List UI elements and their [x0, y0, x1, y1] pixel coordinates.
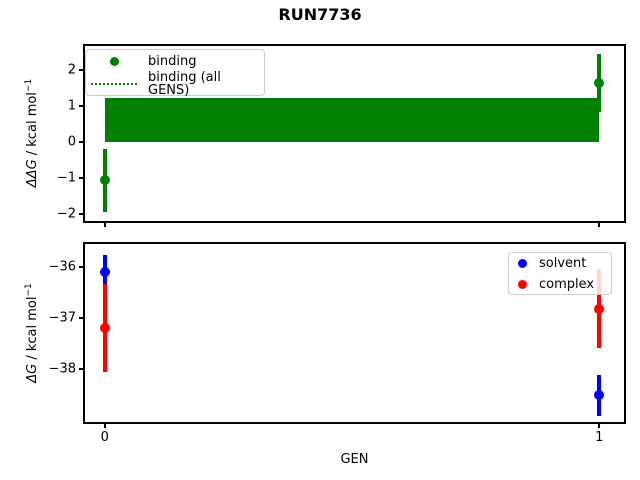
legend-label: solvent: [539, 255, 587, 271]
y-tick-mark: [79, 265, 83, 268]
y-tick-label: −2: [56, 206, 76, 222]
bottom-axes: −36 −37 −38 0 1 solvent complex: [49, 242, 626, 444]
y-tick-label: −36: [48, 259, 76, 275]
bottom-legend: solvent complex: [508, 252, 612, 295]
complex-marker-icon: [509, 279, 535, 289]
data-point-dot: [594, 390, 605, 401]
y-tick-label: 0: [67, 134, 76, 150]
x-tick-mark: [103, 223, 106, 227]
legend-label: binding: [148, 54, 197, 69]
top-axes: 2 1 0 −1 −2 binding binding (all GENS): [57, 44, 626, 227]
y-tick-mark: [79, 104, 83, 107]
data-point-dot: [594, 78, 605, 89]
x-tick-label: 0: [100, 430, 109, 445]
binding-marker-icon: [86, 57, 142, 66]
y-tick-label: 2: [67, 62, 76, 78]
data-point-dot: [99, 323, 110, 334]
top-legend: binding binding (all GENS): [85, 49, 265, 97]
y-tick-mark: [79, 140, 83, 143]
y-tick-mark: [79, 368, 83, 371]
y-tick-mark: [79, 212, 83, 215]
data-point-dot: [99, 267, 110, 278]
data-point-dot: [594, 303, 605, 314]
y-tick-label: −1: [56, 170, 76, 186]
y-tick-label: −37: [48, 310, 76, 326]
legend-label: binding (all GENS): [148, 69, 221, 98]
y-tick-label: 1: [67, 98, 76, 114]
y-tick-label: −38: [48, 361, 76, 377]
top-y-axis-label: ΔΔG / kcal mol−1: [24, 78, 40, 188]
bottom-y-axis-label: ΔG / kcal mol−1: [24, 283, 40, 383]
legend-entry-complex: complex: [509, 275, 611, 293]
confidence-band: [104, 97, 600, 142]
dotted-line-icon: [86, 82, 142, 85]
legend-entry-binding: binding: [86, 53, 264, 71]
x-tick-mark: [598, 223, 601, 227]
solvent-marker-icon: [509, 258, 535, 268]
x-axis-label: GEN: [340, 452, 369, 467]
y-tick-mark: [79, 68, 83, 71]
figure-title: RUN7736: [278, 5, 362, 24]
legend-label: complex: [539, 276, 595, 292]
y-tick-mark: [79, 176, 83, 179]
legend-entry-solvent: solvent: [509, 254, 611, 272]
x-tick-mark: [103, 424, 106, 428]
y-tick-mark: [79, 316, 83, 319]
x-tick-mark: [598, 424, 601, 428]
x-tick-label: 1: [595, 430, 604, 445]
data-point-dot: [99, 175, 110, 186]
legend-entry-binding-all-gens: binding (all GENS): [86, 71, 264, 97]
